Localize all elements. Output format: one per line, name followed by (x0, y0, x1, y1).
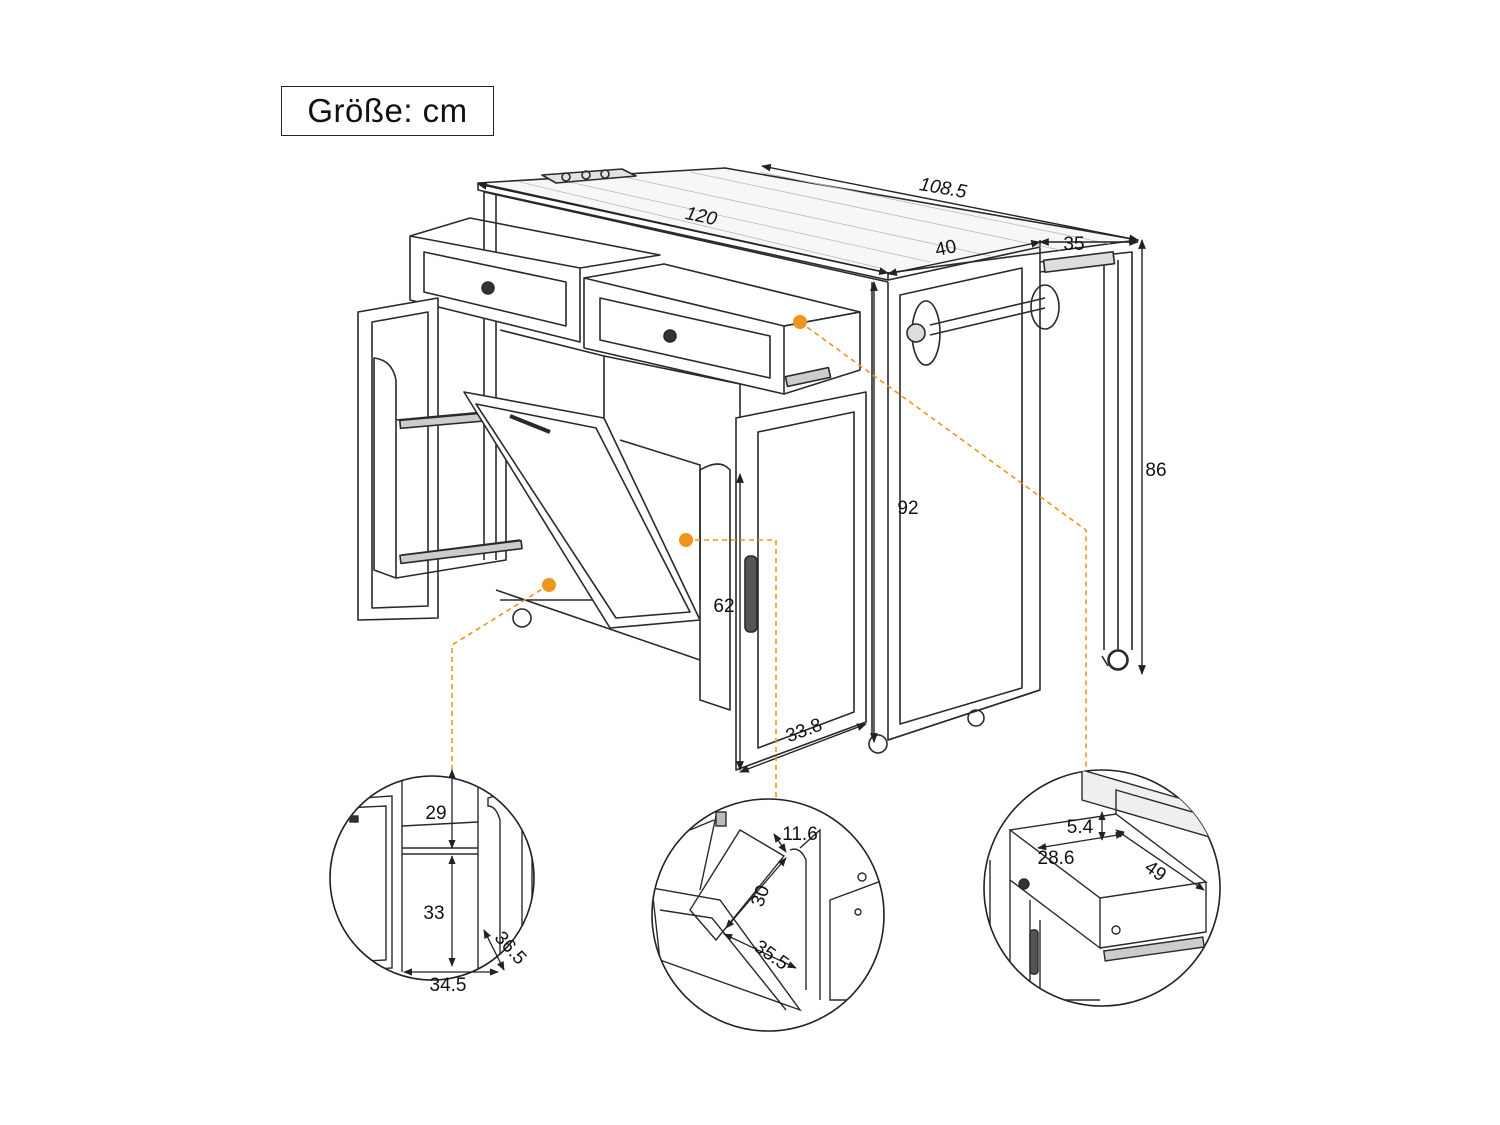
label-drawer-height: 5.4 (1067, 817, 1094, 838)
unit-label: Größe: cm (281, 86, 494, 136)
callout-dot-bin (679, 533, 693, 547)
countertop (477, 167, 1139, 281)
detail-trash-bin: 11.6 30 35.5 (651, 798, 885, 1032)
trash-bin (463, 391, 701, 629)
label-total-height: 92 (897, 498, 918, 519)
label-depth: 40 (933, 236, 958, 261)
extension-leaf (1039, 250, 1133, 671)
towel-bar (906, 284, 1060, 366)
label-shelf-width: 34.5 (430, 975, 467, 996)
dim-line-shelf-depth (483, 929, 505, 971)
side-panel (871, 248, 1041, 741)
label-drawer-width: 28.6 (1038, 848, 1075, 869)
label-shelf-upper: 29 (425, 803, 446, 824)
dim-line-depth (887, 239, 1041, 277)
cabinet-base (495, 589, 1041, 741)
spice-rack (373, 357, 523, 579)
label-bin-gap: 11.6 (782, 824, 818, 845)
label-extension-depth: 35 (1063, 234, 1084, 255)
callout-dot-drawer (793, 315, 807, 329)
detail-drawer: 5.4 28.6 49 (983, 769, 1221, 1007)
dim-line-bin-gap (773, 833, 787, 853)
dim-line-body-length (477, 182, 889, 275)
power-outlet (541, 168, 637, 184)
cabinet-drawing (357, 167, 1139, 771)
right-door (735, 391, 867, 771)
dim-line-bin-width (723, 933, 797, 969)
dim-line-top-length (761, 163, 1139, 243)
upper-right-drawer (583, 263, 861, 395)
dim-line-drawer-depth (1115, 829, 1205, 891)
center-divider (699, 463, 731, 711)
label-shelf-lower: 33 (423, 903, 444, 924)
dim-line-drawer-width (1037, 831, 1125, 851)
dim-line-bin-depth (725, 857, 787, 929)
callout-dots (542, 315, 807, 592)
dim-line-door-width (739, 723, 867, 773)
label-bin-height: 62 (713, 596, 734, 617)
left-door (357, 297, 439, 621)
detail-spice-rack: 29 33 34.5 36.5 (329, 769, 535, 996)
label-extension-height: 86 (1145, 460, 1166, 481)
casters (512, 608, 1128, 754)
main-dimensions (477, 163, 1146, 773)
callout-leaders (451, 321, 1087, 800)
callout-dot-shelf (542, 578, 556, 592)
